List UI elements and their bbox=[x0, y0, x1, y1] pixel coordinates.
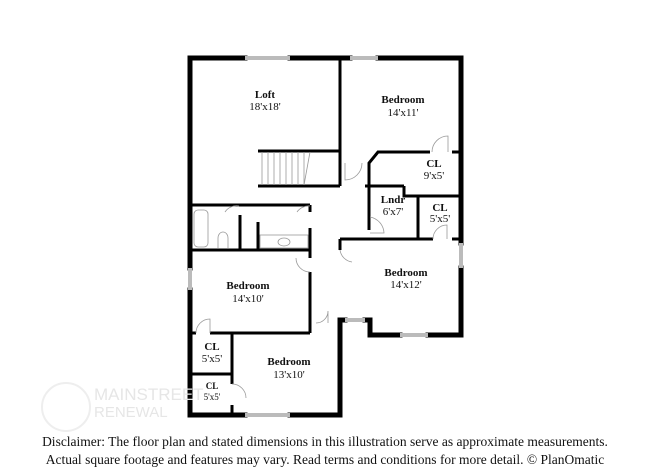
watermark: MAINSTREET RENEWAL bbox=[94, 386, 204, 422]
room-dims: 5'x5' bbox=[202, 353, 222, 365]
room-dims: 9'x5' bbox=[424, 170, 444, 182]
room-name: CL bbox=[206, 381, 219, 391]
doors bbox=[195, 135, 449, 399]
watermark-line1: MAINSTREET bbox=[94, 385, 204, 404]
room-dims: 5'x5' bbox=[204, 392, 221, 402]
room-dims: 18'x18' bbox=[249, 101, 280, 113]
room-dims: 13'x10' bbox=[273, 369, 304, 381]
room-name: CL bbox=[426, 158, 441, 170]
room-name: Bedroom bbox=[226, 280, 269, 292]
interior-walls bbox=[190, 58, 461, 415]
room-name: Loft bbox=[255, 89, 276, 101]
room-dims: 6'x7' bbox=[383, 206, 403, 218]
fixtures bbox=[193, 209, 309, 249]
room-name: Bedroom bbox=[267, 356, 310, 368]
watermark-logo-icon bbox=[41, 382, 91, 432]
room-name: Lndr bbox=[381, 194, 406, 206]
room-name: Bedroom bbox=[381, 94, 424, 106]
room-dims: 14'x11' bbox=[387, 107, 418, 119]
room-dims: 5'x5' bbox=[430, 213, 450, 225]
stairs bbox=[261, 151, 311, 186]
disclaimer-line1: Disclaimer: The floor plan and stated di… bbox=[42, 434, 608, 449]
disclaimer-line2: Actual square footage and features may v… bbox=[45, 452, 605, 467]
room-name: CL bbox=[432, 202, 447, 214]
room-name: CL bbox=[204, 341, 219, 353]
room-dims: 14'x10' bbox=[232, 293, 263, 305]
room-name: Bedroom bbox=[384, 267, 427, 279]
windows bbox=[188, 56, 463, 417]
room-dims: 14'x12' bbox=[390, 279, 421, 291]
room-labels: Loft 18'x18' Bedroom 14'x11' CL 9'x5' Ln… bbox=[202, 89, 450, 402]
watermark-line2: RENEWAL bbox=[94, 404, 168, 421]
